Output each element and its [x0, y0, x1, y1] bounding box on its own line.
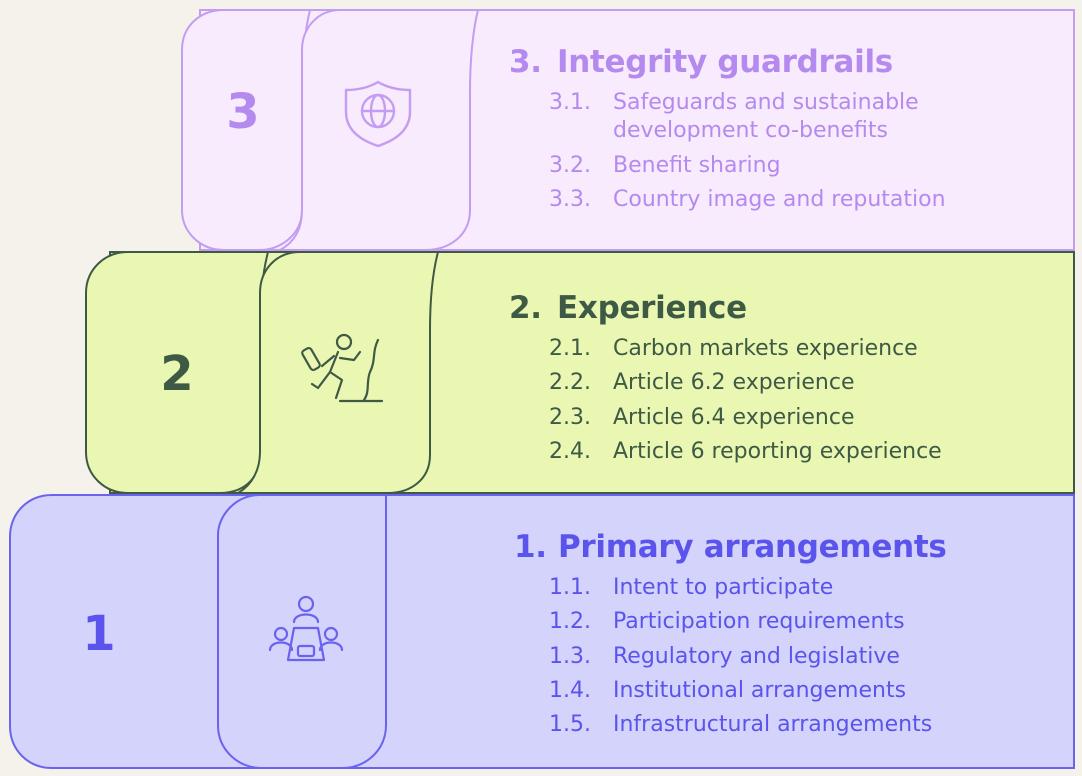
tier3-heading-text: Integrity guardrails — [557, 44, 893, 80]
item-text: Article 6.2 experience — [613, 370, 855, 395]
list-item: 3.3. Country image and reputation — [549, 186, 946, 214]
tier3-shapes — [181, 9, 1075, 251]
item-number: 2.2. — [549, 370, 591, 395]
item-number: 2.4. — [549, 439, 591, 464]
tier2-heading: 2. Experience — [509, 290, 747, 326]
list-item: 1.4. Institutional arrangements — [549, 677, 907, 705]
tier1-big-number: 1 — [82, 606, 116, 662]
list-item-continuation: development co-benefits — [613, 117, 888, 145]
item-number: 1.4. — [549, 678, 591, 703]
item-number: 2.1. — [549, 336, 591, 361]
item-text: Article 6.4 experience — [613, 405, 855, 430]
list-item: 2.3. Article 6.4 experience — [549, 404, 855, 432]
item-number: 1.2. — [549, 609, 591, 634]
item-number: 3.1. — [549, 90, 591, 115]
tier1-heading: 1. Primary arrangements — [514, 529, 947, 565]
tier2-shapes — [85, 251, 1075, 494]
tier2-icon-tab — [234, 251, 440, 494]
tier2-big-number: 2 — [160, 346, 194, 402]
tier1-heading-text: Primary arrangements — [558, 529, 947, 565]
item-text: Country image and reputation — [613, 187, 946, 212]
shield-globe-icon — [344, 80, 412, 148]
tier3-big-number: 3 — [226, 84, 260, 140]
tier1-icon-tab — [217, 494, 387, 769]
item-number: 1.3. — [549, 644, 591, 669]
list-item: 1.1. Intent to participate — [549, 574, 834, 602]
item-text: Benefit sharing — [613, 153, 781, 178]
item-text: Safeguards and sustainable — [613, 90, 919, 115]
item-text: development co-benefits — [613, 118, 888, 143]
item-number: 3.3. — [549, 187, 591, 212]
tier3-icon-tab — [279, 9, 480, 251]
item-text: Regulatory and legislative — [613, 644, 900, 669]
tier3-heading-number: 3. — [509, 44, 542, 80]
item-number: 1.5. — [549, 712, 591, 737]
tier2-heading-number: 2. — [509, 290, 542, 326]
tier1-heading-number: 1. — [514, 529, 547, 565]
item-number: 3.2. — [549, 153, 591, 178]
list-item: 2.4. Article 6 reporting experience — [549, 438, 942, 466]
item-text: Article 6 reporting experience — [613, 439, 942, 464]
list-item: 2.1. Carbon markets experience — [549, 335, 918, 363]
item-number: 1.1. — [549, 575, 591, 600]
list-item: 2.2. Article 6.2 experience — [549, 369, 855, 397]
climber-icon — [301, 333, 384, 403]
item-text: Participation requirements — [613, 609, 905, 634]
list-item: 1.5. Infrastructural arrangements — [549, 711, 933, 739]
tier2-heading-text: Experience — [557, 290, 747, 326]
tier1-shapes — [9, 494, 1075, 769]
item-text: Institutional arrangements — [613, 678, 907, 703]
item-text: Intent to participate — [613, 575, 834, 600]
tier3-heading: 3. Integrity guardrails — [509, 44, 893, 80]
item-number: 2.3. — [549, 405, 591, 430]
list-item: 3.2. Benefit sharing — [549, 152, 781, 180]
list-item: 1.3. Regulatory and legislative — [549, 643, 900, 671]
meeting-table-icon — [268, 595, 344, 662]
list-item: 3.1. Safeguards and sustainable — [549, 89, 919, 117]
list-item: 1.2. Participation requirements — [549, 608, 905, 636]
item-text: Carbon markets experience — [613, 336, 918, 361]
item-text: Infrastructural arrangements — [613, 712, 933, 737]
